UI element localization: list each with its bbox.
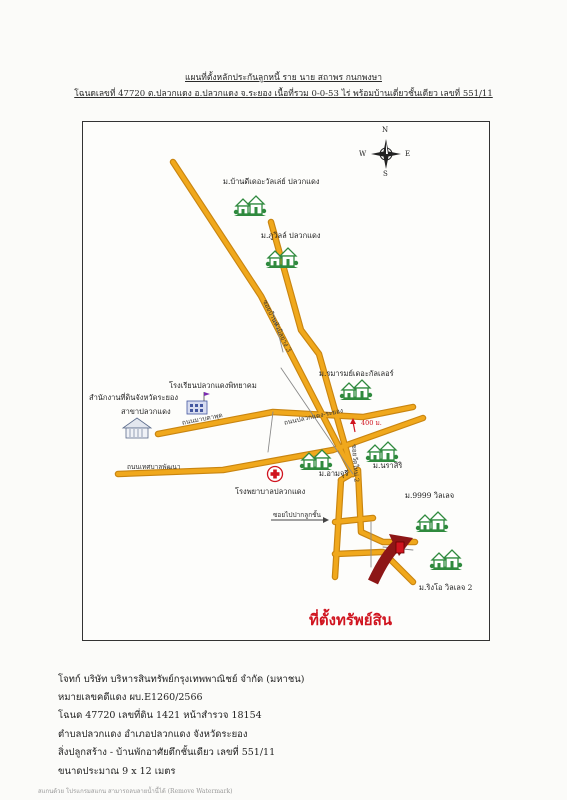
label-village3: ม.รมารมย์เดอะกัลเลอร์	[319, 369, 394, 378]
label-village4: ม.นราสิริ	[373, 461, 403, 470]
property-marker-icon	[395, 541, 405, 554]
compass-n: N	[382, 126, 389, 134]
info-size: ขนาดประมาณ 9 x 12 เมตร	[58, 766, 176, 777]
hospital-cross-icon	[266, 465, 284, 483]
label-land-office: สำนักงานที่ดินจังหวัดระยอง	[89, 393, 179, 402]
label-village7: ม.ริงโอ วิลเลจ 2	[419, 583, 473, 592]
distance-label: 400 ม.	[361, 419, 382, 427]
land-office-icon	[121, 417, 153, 439]
compass-icon: N S W E	[359, 126, 411, 180]
map-subtitle: โฉนดเลขที่ 47720 ต.ปลวกแดง อ.ปลวกแดง จ.ร…	[74, 89, 493, 99]
info-location: ตำบลปลวกแดง อำเภอปลวกแดง จังหวัดระยอง	[58, 729, 248, 740]
compass-rose-icon	[371, 139, 401, 169]
label-village5: ม.อามจุรี	[319, 469, 349, 478]
map-frame: N S W E ม.บ้านดีเดอะวัลเล่ย์ ปลวกแดง ม.ภ…	[82, 121, 490, 641]
direction-arrow-icon	[350, 418, 356, 433]
info-deed: โฉนด 47720 เลขที่ดิน 1421 หน้าสำรวจ 1815…	[58, 710, 262, 721]
map-title: แผนที่ตั้งหลักประกันลูกหนี้ ราย นาย สถาพ…	[185, 73, 382, 83]
compass-e: E	[405, 150, 411, 158]
watermark-footer: สแกนด้วย โปรแกรมสแกน สามารถลบลายน้ำนี้ได…	[38, 788, 233, 795]
compass-w: W	[359, 150, 367, 158]
side-road-arrow-icon	[271, 517, 329, 523]
road-network	[114, 158, 427, 586]
road-label-f: ซอยไปปากลูกชั้น	[273, 511, 322, 519]
school-icon	[186, 392, 210, 415]
label-land-branch: สาขาปลวกแดง	[121, 407, 171, 416]
label-hospital: โรงพยาบาลปลวกแดง	[235, 487, 306, 496]
info-building: สิ่งปลูกสร้าง - บ้านพักอาศัยตึกชั้นเดียว…	[58, 747, 276, 758]
target-label: ที่ตั้งทรัพย์สิน	[309, 611, 392, 629]
label-village1: ม.บ้านดีเดอะวัลเล่ย์ ปลวกแดง	[223, 177, 320, 186]
compass-s: S	[383, 170, 388, 178]
label-village6: ม.9999 วิลเลจ	[405, 491, 455, 500]
label-village2: ม.ภูวิลล์ ปลวกแดง	[261, 231, 321, 240]
info-plaintiff: โจทก์ บริษัท บริหารสินทรัพย์กรุงเทพพาณิช…	[58, 674, 305, 685]
label-school: โรงเรียนปลวกแดงพิทยาคม	[169, 381, 257, 390]
info-case-number: หมายเลขคดีแดง ผบ.E1260/2566	[58, 692, 203, 703]
road-label-d: ถนนเทศบาลพัฒนา	[127, 463, 181, 471]
